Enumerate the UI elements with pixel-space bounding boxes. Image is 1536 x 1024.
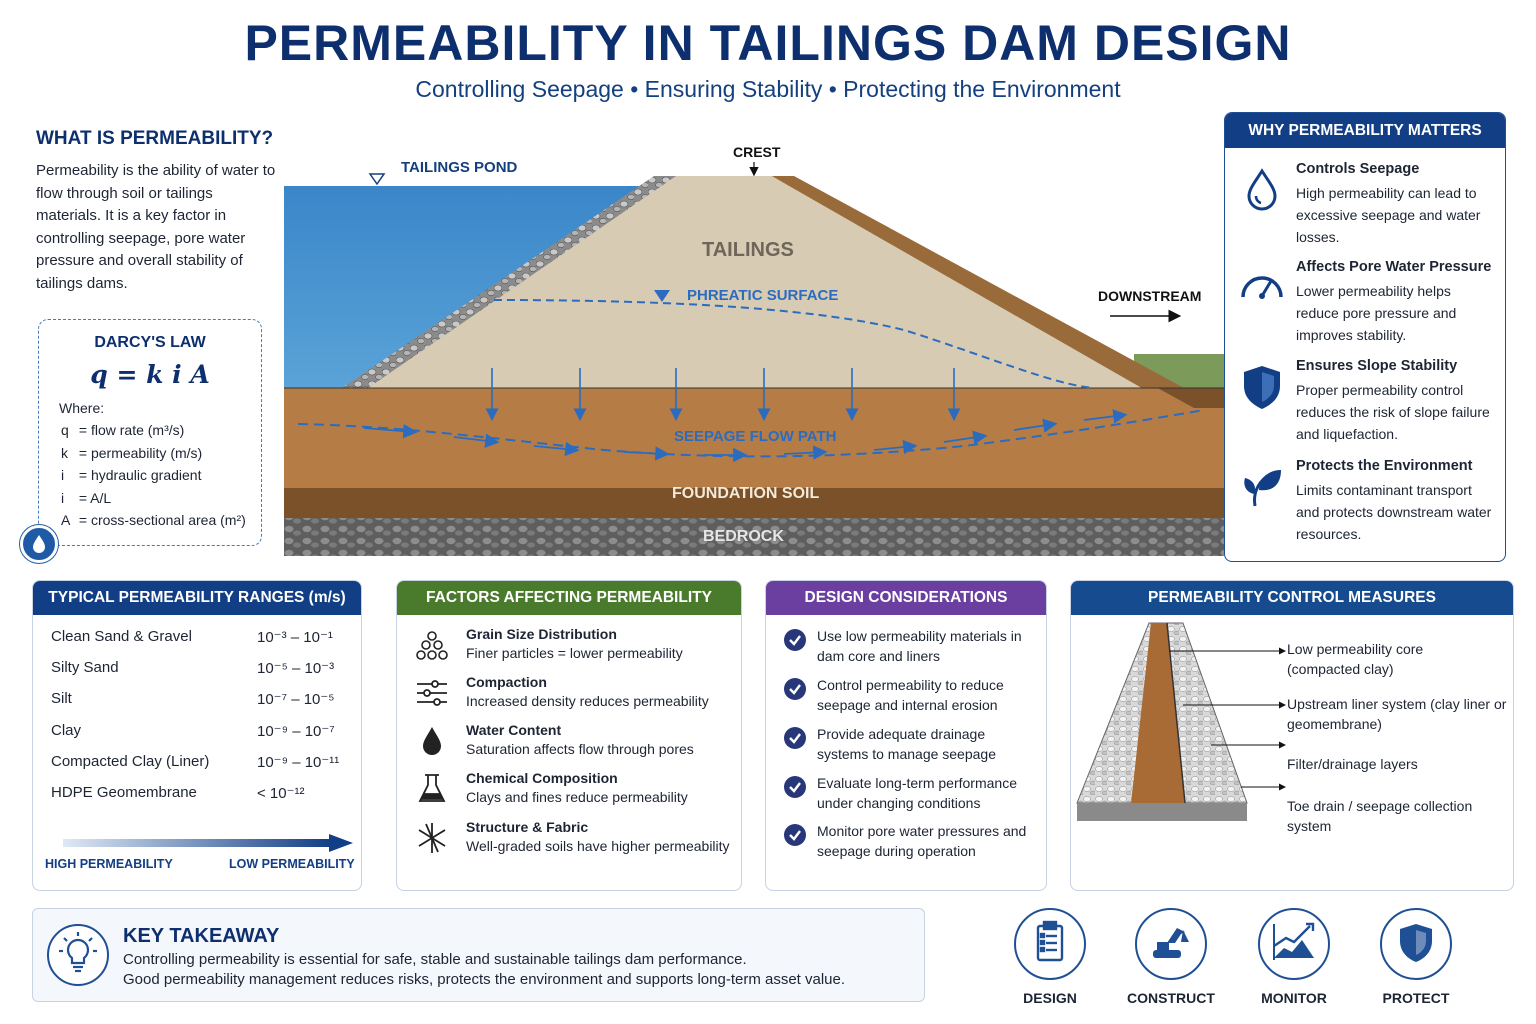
- factors-card: FACTORS AFFECTING PERMEABILITY Grain Siz…: [396, 580, 742, 891]
- darcy-term: q = flow rate (m³/s): [61, 422, 185, 438]
- structure-icon: [415, 821, 449, 855]
- darcy-where: Where:: [59, 400, 105, 416]
- darcy-term: i = A/L: [61, 490, 112, 506]
- page-subtitle: Controlling Seepage • Ensuring Stability…: [415, 76, 1121, 102]
- control-measures-diagram: [1076, 622, 1286, 821]
- leaf-icon: [1237, 462, 1287, 512]
- stage-label: MONITOR: [1261, 990, 1327, 1006]
- range-row: HDPE Geomembrane < 10⁻¹²: [51, 784, 305, 802]
- clipboard-icon: [1014, 908, 1086, 980]
- check-icon: [784, 678, 806, 700]
- foundation-soil-label: FOUNDATION SOIL: [672, 485, 820, 502]
- control-label: Low permeability core (compacted clay): [1287, 641, 1424, 677]
- darcy-box: DARCY'S LAW q = k i A Where: q = flow ra…: [38, 319, 262, 546]
- dam-cross-section-diagram: TAILINGS POND CREST TAILINGS PHREATIC SU…: [284, 140, 1224, 556]
- range-row: Compacted Clay (Liner)10⁻⁹ – 10⁻¹¹: [51, 753, 340, 771]
- darcy-equation: q = k i A: [90, 360, 210, 389]
- stage-monitor: MONITOR: [1254, 908, 1334, 1006]
- factors-heading: FACTORS AFFECTING PERMEABILITY: [397, 581, 741, 615]
- shield-icon: [1237, 362, 1287, 412]
- check-icon: [784, 776, 806, 798]
- why-heading: WHY PERMEABILITY MATTERS: [1225, 113, 1505, 148]
- control-label: Toe drain / seepage collection system: [1287, 798, 1473, 834]
- low-permeability-label: LOW PERMEABILITY: [229, 857, 355, 871]
- water-drop-icon: [1237, 165, 1287, 215]
- design-card: DESIGN CONSIDERATIONS Use low permeabili…: [765, 580, 1047, 891]
- key-takeaway-line: Controlling permeability is essential fo…: [123, 951, 747, 968]
- stage-design: DESIGN: [1010, 908, 1090, 1006]
- excavator-icon: [1135, 908, 1207, 980]
- grain-icon: [415, 628, 449, 662]
- stage-label: CONSTRUCT: [1127, 990, 1215, 1006]
- water-drop-badge-icon: [20, 525, 58, 563]
- control-label: Upstream liner system (clay liner or geo…: [1287, 696, 1507, 732]
- seepage-flow-path-label: SEEPAGE FLOW PATH: [674, 428, 837, 445]
- control-label: Filter/drainage layers: [1287, 756, 1418, 772]
- chart-icon: [1258, 908, 1330, 980]
- tailings-label: TAILINGS: [702, 239, 794, 261]
- stage-label: PROTECT: [1382, 990, 1450, 1006]
- gauge-icon: [1237, 263, 1287, 313]
- key-takeaway-heading: KEY TAKEAWAY: [123, 925, 280, 947]
- design-heading: DESIGN CONSIDERATIONS: [766, 581, 1046, 615]
- check-icon: [784, 824, 806, 846]
- check-icon: [784, 629, 806, 651]
- downstream-label: DOWNSTREAM: [1098, 288, 1202, 304]
- bedrock-label: BEDROCK: [703, 528, 784, 545]
- control-heading: PERMEABILITY CONTROL MEASURES: [1071, 581, 1513, 615]
- what-heading: WHAT IS PERMEABILITY?: [36, 128, 274, 149]
- stage-label: DESIGN: [1023, 990, 1077, 1006]
- key-takeaway-box: KEY TAKEAWAY Controlling permeability is…: [32, 908, 925, 1002]
- ranges-heading: TYPICAL PERMEABILITY RANGES (m/s): [33, 581, 361, 615]
- check-icon: [784, 727, 806, 749]
- what-body: Permeability is the ability of water to …: [36, 162, 276, 292]
- page-title: PERMEABILITY IN TAILINGS DAM DESIGN: [244, 15, 1292, 71]
- shield-check-icon: [1380, 908, 1452, 980]
- permeability-gradient-arrow: [63, 834, 353, 852]
- stage-protect: PROTECT: [1376, 908, 1456, 1006]
- darcy-term: A = cross-sectional area (m²): [61, 512, 246, 528]
- tailings-pond-label: TAILINGS POND: [401, 159, 518, 176]
- phreatic-surface-label: PHREATIC SURFACE: [687, 287, 839, 304]
- high-permeability-label: HIGH PERMEABILITY: [45, 857, 173, 871]
- darcy-heading: DARCY'S LAW: [94, 334, 206, 351]
- darcy-term: k = permeability (m/s): [61, 445, 203, 461]
- crest-label: CREST: [733, 144, 781, 160]
- compaction-icon: [415, 676, 449, 710]
- drop-icon: [415, 724, 449, 758]
- ranges-card: TYPICAL PERMEABILITY RANGES (m/s) Clean …: [32, 580, 362, 891]
- flask-icon: [415, 772, 449, 806]
- stage-construct: CONSTRUCT: [1127, 908, 1215, 1006]
- darcy-term: i = hydraulic gradient: [61, 467, 202, 483]
- key-takeaway-line: Good permeability management reduces ris…: [123, 971, 846, 988]
- lightbulb-icon: [47, 924, 109, 986]
- control-card: PERMEABILITY CONTROL MEASURES Low permea…: [1070, 580, 1514, 891]
- why-permeability-panel: WHY PERMEABILITY MATTERS Controls Seepag…: [1224, 112, 1506, 562]
